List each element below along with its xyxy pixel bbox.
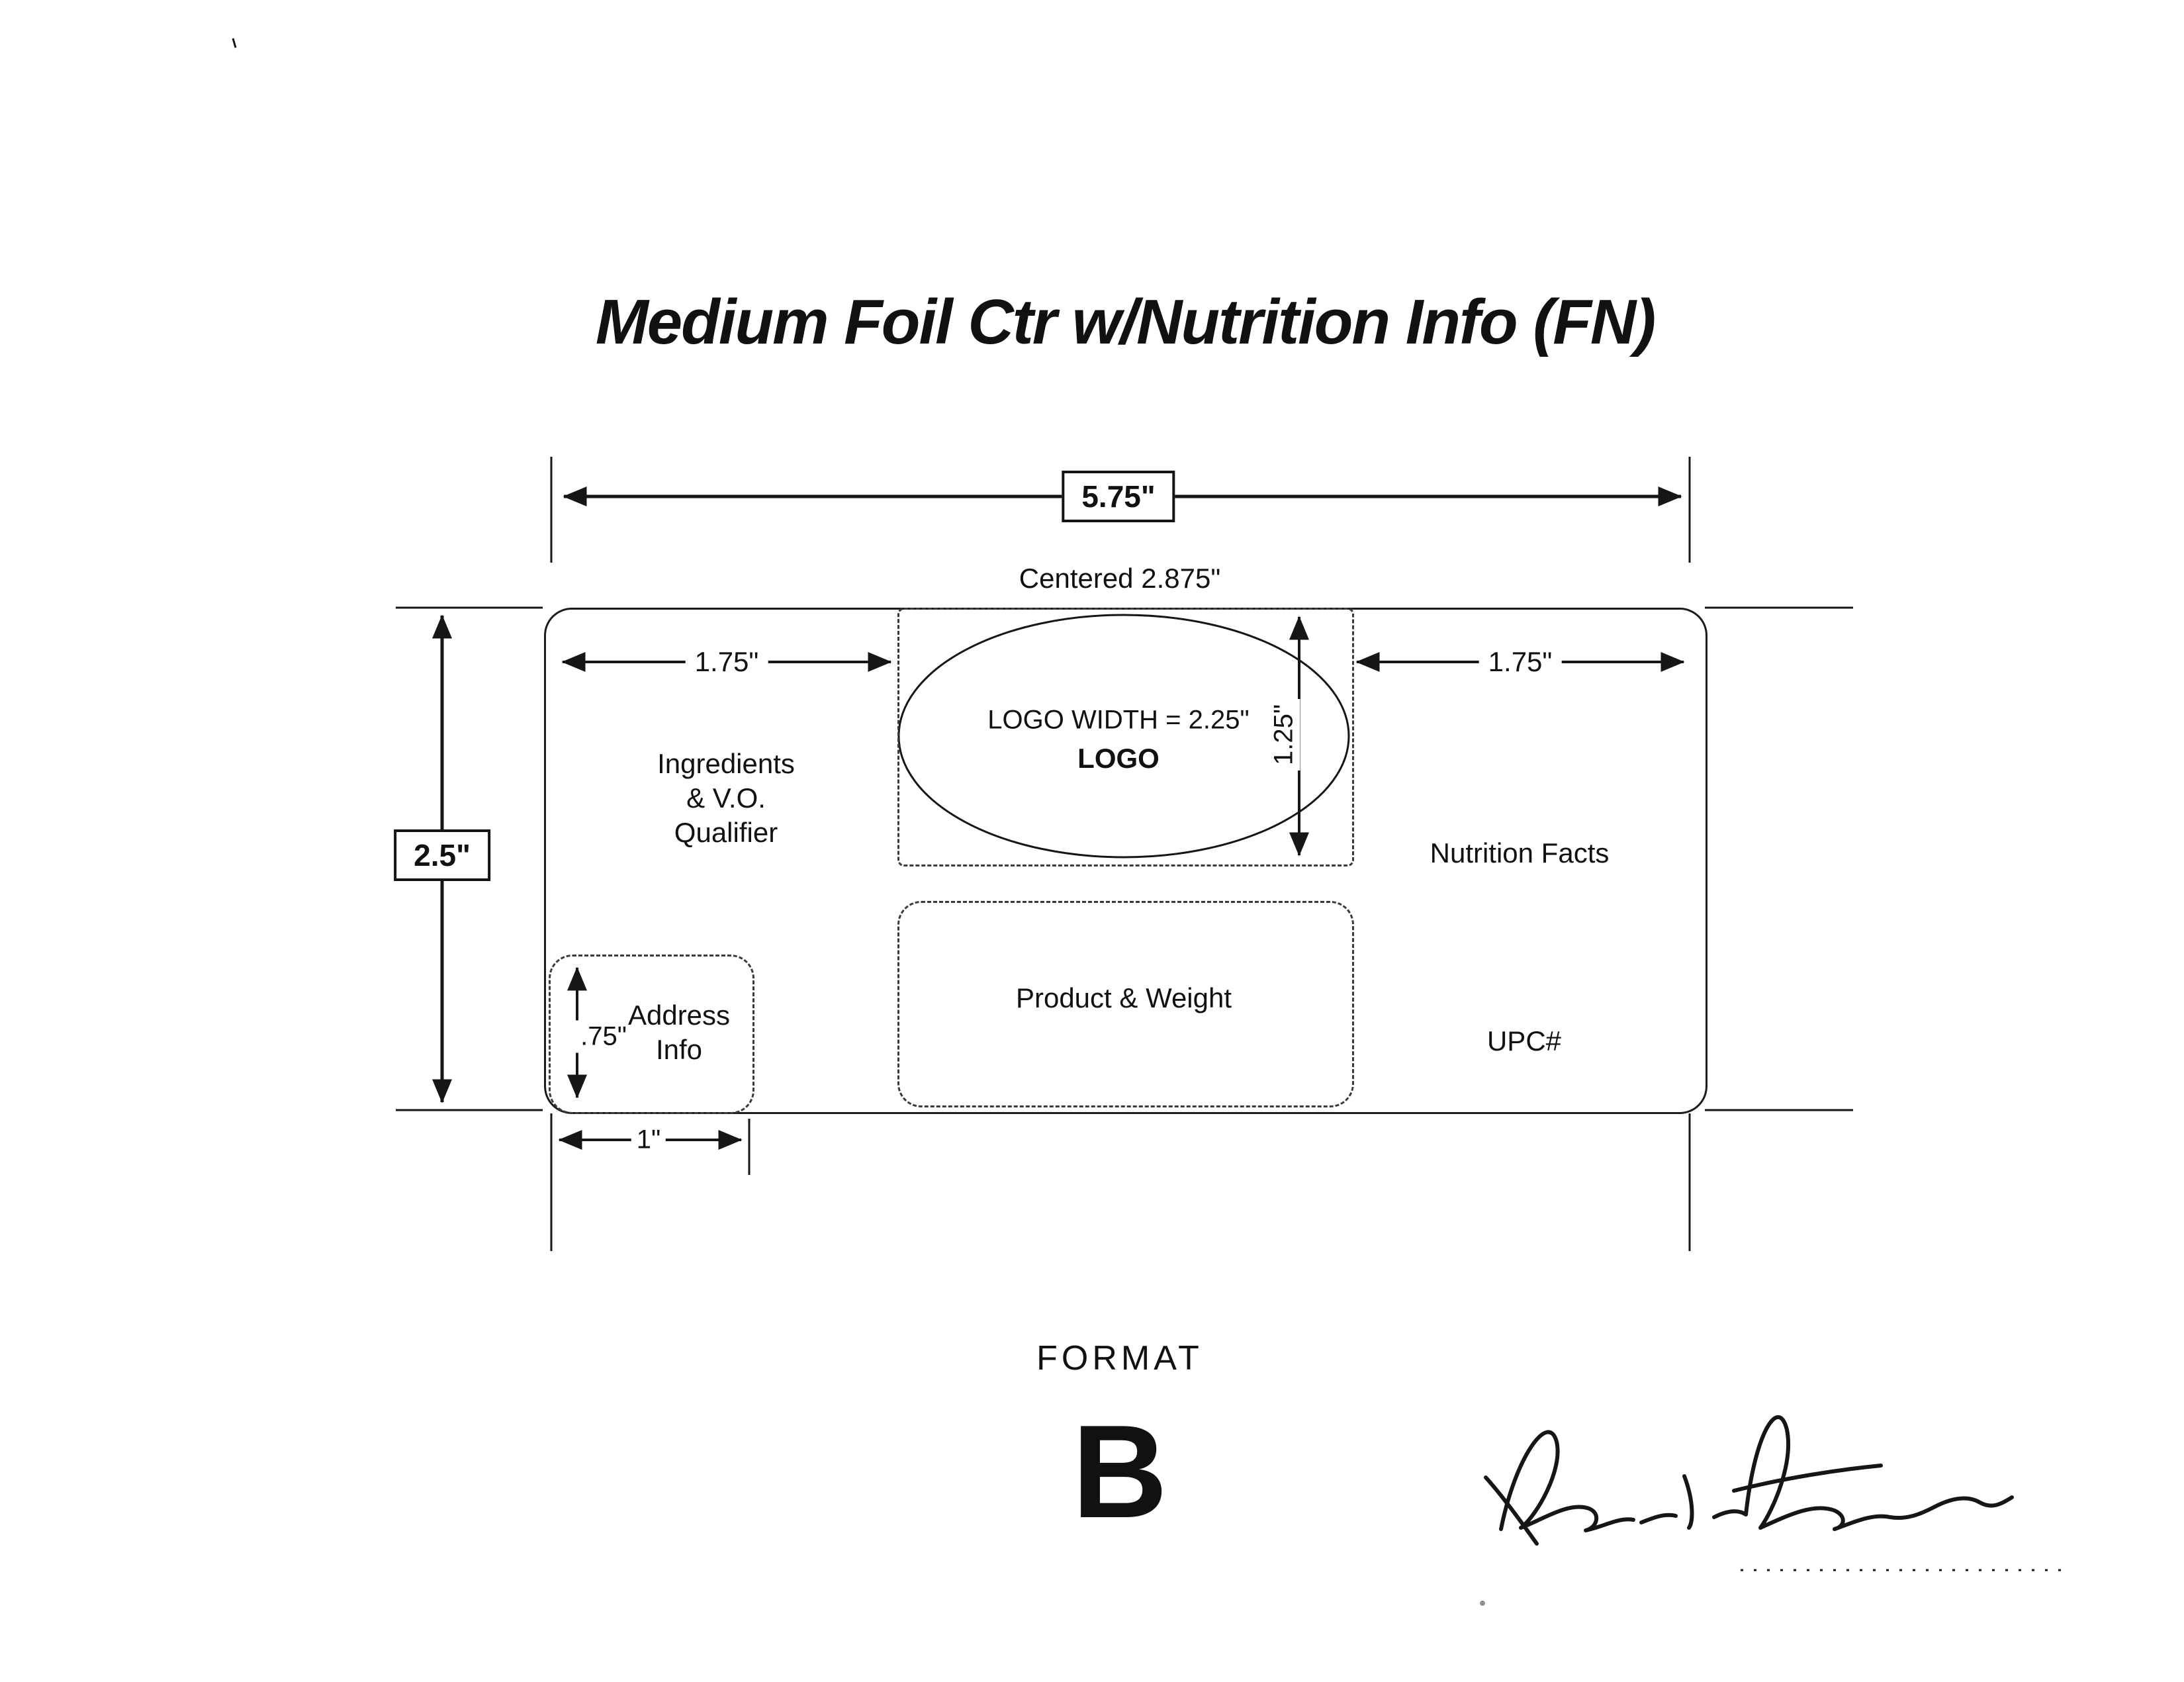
- logo-height-label: 1.25": [1267, 698, 1300, 771]
- right-column-width-label: 1.75": [1479, 645, 1562, 679]
- nutrition-facts-label: Nutrition Facts: [1430, 837, 1610, 868]
- total-width-dim-label: 5.75": [1062, 471, 1175, 522]
- product-weight-label: Product & Weight: [1015, 982, 1232, 1013]
- logo-placeholder-label: LOGO: [1077, 743, 1160, 774]
- centered-note: Centered 2.875": [1019, 563, 1221, 594]
- upc-label: UPC#: [1486, 1025, 1562, 1056]
- product-weight-box: [897, 901, 1354, 1107]
- left-column-width-label: 1.75": [685, 645, 768, 679]
- address-info-box: [549, 955, 754, 1114]
- ingredients-region-label: Ingredients & V.O. Qualifier: [657, 747, 795, 850]
- address-height-label: .75": [575, 1020, 632, 1053]
- address-line-1: Address: [627, 1000, 731, 1031]
- ingredients-line-2: & V.O.: [686, 782, 766, 814]
- logo-zone-box: [897, 608, 1354, 866]
- total-height-dim-label: 2.5": [394, 829, 490, 881]
- address-info-label: Address Info: [628, 998, 730, 1067]
- ingredients-line-3: Qualifier: [674, 817, 778, 848]
- page-title: Medium Foil Ctr w/Nutrition Info (FN): [595, 287, 1656, 357]
- address-line-2: Info: [655, 1034, 703, 1065]
- ingredients-line-1: Ingredients: [657, 748, 795, 779]
- logo-width-note: LOGO WIDTH = 2.25": [987, 705, 1250, 735]
- format-letter: B: [1071, 1398, 1168, 1546]
- format-label: FORMAT: [1036, 1339, 1203, 1378]
- scan-artifact-dot: [1480, 1601, 1485, 1606]
- address-width-label: 1": [631, 1123, 666, 1156]
- approval-signature: [1484, 1415, 2014, 1546]
- scan-artifact-tick: [232, 38, 237, 48]
